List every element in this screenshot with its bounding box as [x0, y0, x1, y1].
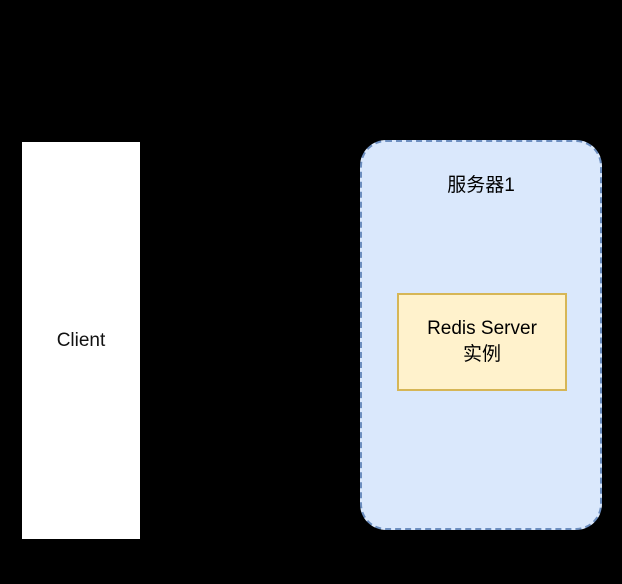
client-node: Client: [22, 142, 140, 539]
redis-instance-label-line2: 实例: [462, 344, 501, 365]
server-group-label: 服务器1: [447, 175, 515, 196]
server-group-node: 服务器1 Redis Server 实例: [360, 140, 602, 530]
redis-instance-label-line1: Redis Server: [427, 318, 537, 340]
client-node-label: Client: [56, 329, 106, 351]
redis-instance-node: Redis Server 实例: [397, 293, 567, 391]
